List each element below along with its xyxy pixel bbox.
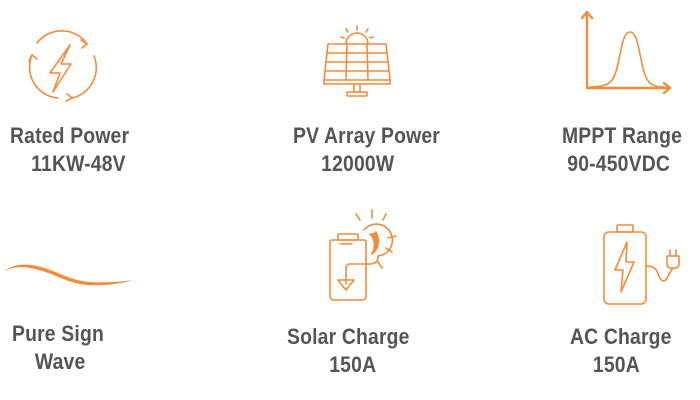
feature-title: Rated Power (10, 123, 130, 148)
feature-value: 150A (329, 352, 377, 377)
ac-charge-battery-icon (603, 224, 689, 306)
feature-value: 90-450VDC (567, 151, 671, 176)
feature-value: 11KW-48V (31, 151, 126, 176)
feature-label: AC Charge 150A (570, 323, 672, 379)
solar-panel-icon (322, 24, 392, 98)
feature-title: MPPT Range (562, 123, 683, 148)
feature-label: Solar Charge 150A (287, 323, 410, 379)
feature-title: PV Array Power (293, 123, 441, 148)
sine-wave-icon (3, 260, 135, 290)
solar-charge-battery-icon (326, 208, 402, 304)
feature-label: Rated Power 11KW-48V (10, 122, 129, 178)
feature-value: Wave (34, 349, 86, 374)
feature-label: PV Array Power 12000W (293, 122, 440, 178)
feature-label: MPPT Range 90-450VDC (562, 122, 682, 178)
feature-label: Pure Sign Wave (12, 320, 104, 376)
feature-title: AC Charge (570, 324, 672, 349)
lightning-cycle-icon (24, 30, 98, 104)
feature-value: 12000W (321, 151, 395, 176)
feature-value: 150A (592, 352, 640, 377)
feature-title: Pure Sign (12, 321, 104, 346)
feature-title: Solar Charge (287, 324, 410, 349)
mppt-curve-icon (580, 8, 682, 95)
